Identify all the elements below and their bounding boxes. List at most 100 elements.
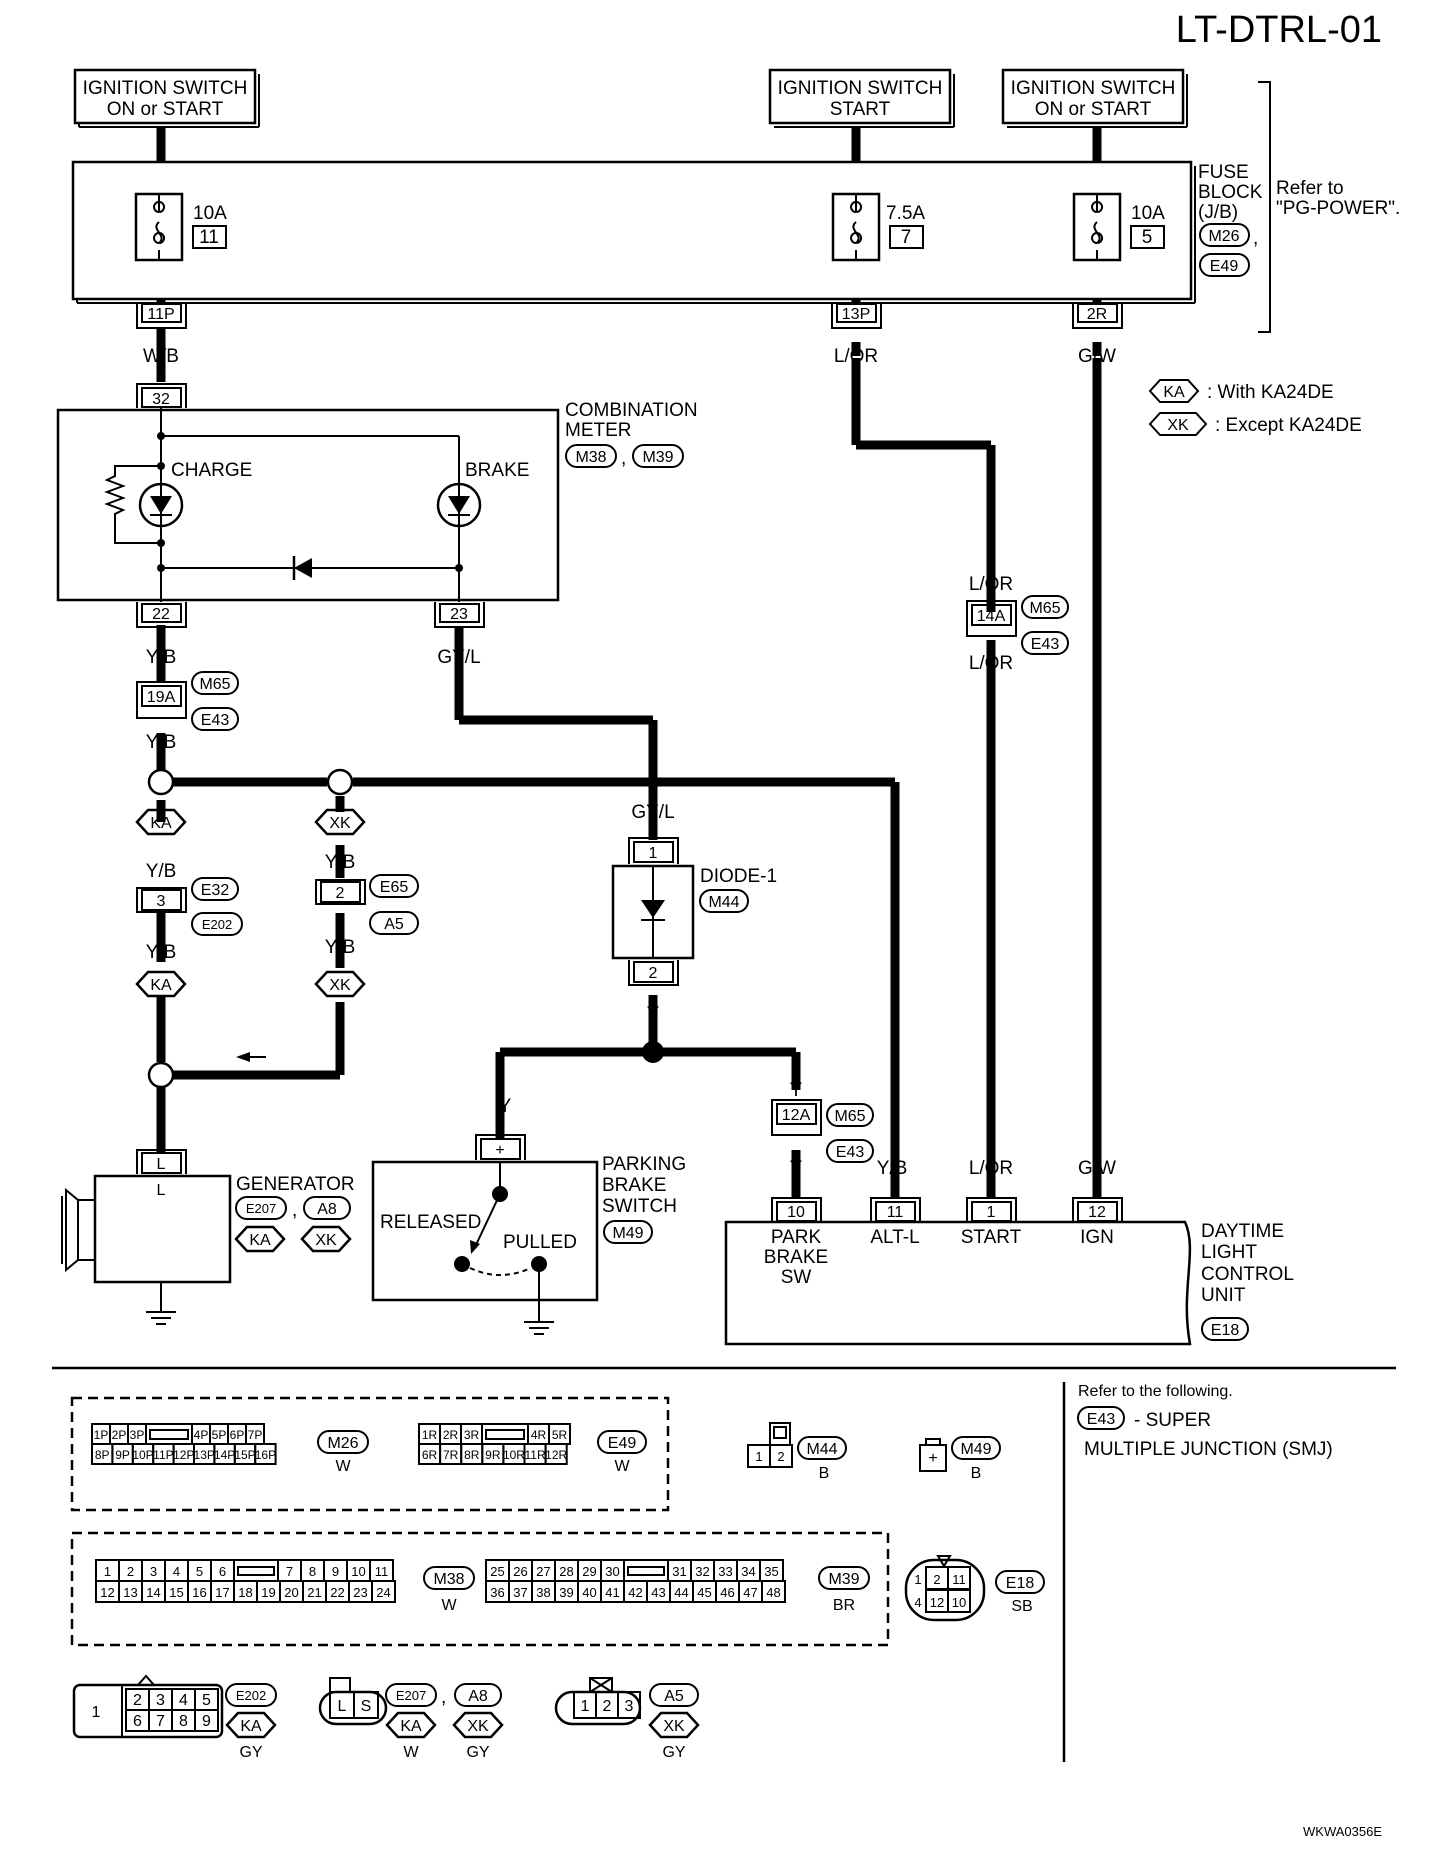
generator-xk: XK	[315, 1232, 337, 1249]
refer-pg-power-1: Refer to	[1276, 178, 1344, 199]
m39-pin-28: 28	[559, 1564, 573, 1579]
e202-pin-5: 5	[202, 1692, 211, 1709]
fuse-block-line3: (J/B)	[1198, 202, 1238, 223]
a8-xk: XK	[467, 1718, 489, 1735]
a5-pin-3: 3	[625, 1698, 634, 1715]
m39-pin-37: 37	[513, 1585, 527, 1600]
a5-id: A5	[664, 1688, 684, 1705]
charge-label: CHARGE	[171, 460, 252, 481]
parking-brake-switch: + RELEASED PULLED PARKING BRAKE SWITCH M…	[371, 1134, 686, 1335]
dtrl-term-start: START	[961, 1227, 1022, 1248]
fuse-11: 10A 11	[134, 192, 227, 262]
m39-pin-45: 45	[697, 1585, 711, 1600]
dtrl-label-1: DAYTIME	[1201, 1221, 1284, 1242]
ign3-line1: IGNITION SWITCH	[1011, 78, 1176, 99]
generator-e207: E207	[246, 1201, 276, 1216]
wires	[156, 127, 1102, 1198]
e32-pin: 3	[157, 893, 166, 910]
m38-pin-23: 23	[353, 1585, 367, 1600]
released-label: RELEASED	[380, 1212, 481, 1233]
m26-pin-8P: 8P	[95, 1448, 110, 1462]
ign2-line2: START	[830, 99, 891, 120]
wire-yb-3: Y/B	[146, 861, 177, 882]
m26-pin-7P: 7P	[248, 1428, 263, 1442]
e202-id: E202	[236, 1688, 266, 1703]
dtrl-pin-10: 10	[787, 1204, 805, 1221]
dtrl-wire-lor: L/OR	[969, 1158, 1013, 1179]
m26-pin-6P: 6P	[230, 1428, 245, 1442]
joint-12a-m65: M65	[834, 1108, 865, 1125]
refer-pg-power-2: "PG-POWER".	[1276, 198, 1400, 219]
wire-yb-2: Y/B	[146, 732, 177, 753]
ign1-line2: ON or START	[107, 99, 224, 120]
legend: KA : With KA24DE XK : Except KA24DE	[1148, 379, 1362, 436]
connector-e32: 3 E32 E202	[136, 877, 243, 936]
m39-pin-26: 26	[513, 1564, 527, 1579]
e18-pin-11: 11	[952, 1572, 966, 1587]
ka-marker-1: KA	[135, 808, 187, 836]
dtrl-wire-gw: G/W	[1078, 1158, 1116, 1179]
m49-pin: +	[928, 1450, 937, 1467]
e207-pin-l: L	[338, 1698, 347, 1715]
m39-pin-36: 36	[490, 1585, 504, 1600]
m39-pin-35: 35	[764, 1564, 778, 1579]
m39-pin-31: 31	[672, 1564, 686, 1579]
wire-y-2: Y	[499, 1096, 512, 1117]
m44-color: B	[819, 1465, 830, 1482]
fuse-block-conn-m26: M26	[1208, 228, 1239, 245]
m38-id-tag	[423, 1566, 475, 1590]
joint-19a-e43: E43	[201, 712, 230, 729]
meter-pin-32: 32	[152, 391, 170, 408]
m26-pin-9P: 9P	[115, 1448, 130, 1462]
joint-12a-e43: E43	[836, 1144, 865, 1161]
m39-pin-38: 38	[536, 1585, 550, 1600]
xk-text-2: XK	[329, 977, 351, 994]
e207-pin-s: S	[361, 1698, 372, 1715]
e18-color: SB	[1011, 1598, 1032, 1615]
m26-pin-15P: 15P	[234, 1448, 255, 1462]
e18-pin-10: 10	[952, 1595, 966, 1610]
connector-m49: + M49 B	[919, 1436, 1001, 1482]
svg-text:,: ,	[292, 1200, 297, 1221]
legend-ka-text: : With KA24DE	[1207, 382, 1334, 403]
m39-pin-33: 33	[718, 1564, 732, 1579]
m39-pin-39: 39	[559, 1585, 573, 1600]
dtrl-wire-y: Y	[790, 1158, 803, 1179]
connector-e18: 1 2 11 4 12 10 E18 SB	[904, 1555, 1045, 1622]
m26-pin-3P: 3P	[130, 1428, 145, 1442]
e207-id: E207	[396, 1688, 426, 1703]
legend-ka-code: KA	[1163, 384, 1185, 401]
fuse1-no: 11	[199, 227, 219, 248]
brake-label: BRAKE	[465, 460, 529, 481]
dtrl-pin-12: 12	[1088, 1204, 1106, 1221]
fuse2-amp: 7.5A	[886, 203, 925, 224]
connector-e207: L S E207 , A8 KA XK W GY	[318, 1677, 504, 1761]
diode-m44: M44	[708, 894, 739, 911]
m39-color: BR	[833, 1597, 855, 1614]
e65-pin: 2	[336, 885, 345, 902]
wire-gw-1: G/W	[1078, 346, 1116, 367]
parking-brake-pin: +	[495, 1142, 504, 1159]
dtrl-term-brake: BRAKE	[764, 1247, 828, 1268]
m38-pin-24-cell	[371, 1580, 396, 1603]
e49-pin-6R: 6R	[422, 1448, 438, 1462]
joint-12a: 12A M65 E43	[771, 1099, 874, 1163]
m26-pin-4P: 4P	[194, 1428, 209, 1442]
pin-2r: 2R	[1087, 306, 1107, 323]
fuse2-no: 7	[901, 227, 912, 248]
m49-id: M49	[960, 1441, 991, 1458]
e202-pin-9: 9	[202, 1713, 211, 1730]
m38-pin-3: 3	[150, 1564, 157, 1579]
joint-14a-label: 14A	[977, 608, 1006, 625]
e49-pin-12R: 12R	[545, 1448, 567, 1462]
m44-pin-1: 1	[755, 1449, 762, 1464]
dtrl-pin-1: 1	[987, 1204, 996, 1221]
m39-pin-29: 29	[582, 1564, 596, 1579]
m26-pin-11P: 11P	[153, 1448, 173, 1462]
joint-19a-label: 19A	[147, 689, 176, 706]
